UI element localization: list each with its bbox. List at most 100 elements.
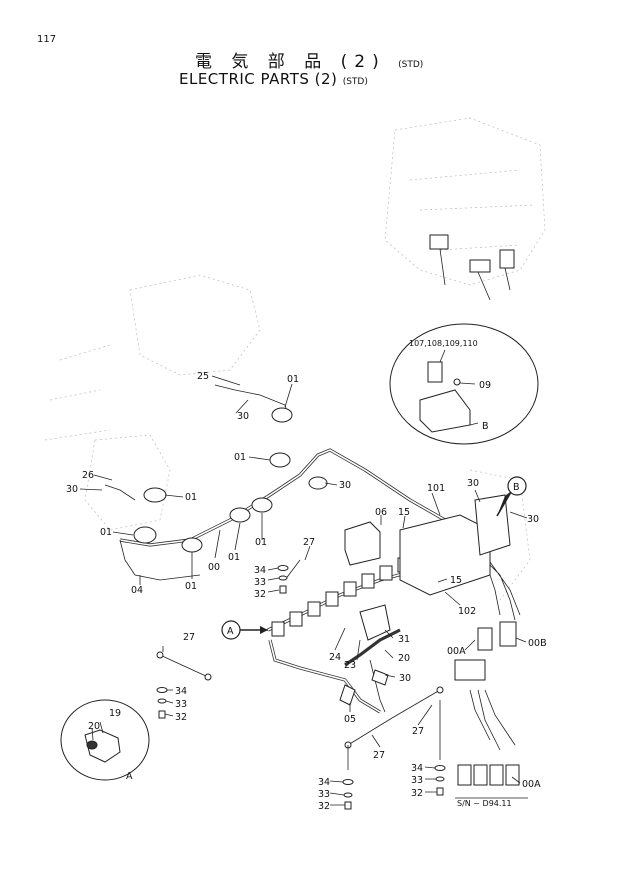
callout-27: 27: [183, 632, 195, 643]
callout-06: 06: [375, 507, 387, 518]
callout-09: 09: [479, 380, 491, 391]
relay-23: [359, 604, 391, 641]
callout-34: 34: [318, 777, 330, 788]
connector-00B: [499, 621, 517, 647]
connector-a: [271, 621, 285, 637]
callout-34: 34: [254, 565, 266, 576]
callout-15: 15: [398, 507, 410, 518]
inset-b-marker: B: [482, 421, 489, 432]
clamp-01b: [269, 452, 291, 468]
strap-27-mid: [347, 689, 441, 746]
title-jp-text: 電 気 部 品: [195, 52, 329, 72]
inset-a-marker: A: [126, 771, 133, 782]
relay-06: [344, 521, 381, 566]
connector: [307, 601, 321, 617]
callout-26: 26: [82, 470, 94, 481]
callout-34: 34: [175, 686, 187, 697]
socket-00A: [457, 764, 472, 786]
callout-30: 30: [527, 514, 539, 525]
connector: [289, 611, 303, 627]
socket-00A: [505, 764, 520, 786]
callout-32: 32: [254, 589, 266, 600]
callout-33: 33: [254, 577, 266, 588]
callout-01: 01: [185, 492, 197, 503]
clamp-01g: [251, 497, 273, 513]
clamp-30: [308, 476, 328, 490]
socket-00A: [489, 764, 504, 786]
connector: [361, 573, 375, 589]
clamp-01e: [181, 537, 203, 553]
clamp-01c: [143, 487, 167, 503]
connector-00A: [477, 627, 493, 651]
callout-15: 15: [450, 575, 462, 586]
connector-block: [454, 659, 486, 681]
clamp-01d: [133, 526, 157, 544]
page-number: 117: [37, 34, 57, 45]
clamp-01f: [229, 507, 251, 523]
title-japanese: 電 気 部 品 (2) (STD): [195, 47, 423, 72]
callout-34: 34: [411, 763, 423, 774]
title-en-text: ELECTRIC PARTS (2): [179, 70, 338, 88]
callout-102: 102: [458, 606, 476, 617]
callout-30: 30: [237, 411, 249, 422]
inset-b-block: [419, 389, 471, 433]
connector: [325, 591, 339, 607]
view-b-label: B: [513, 482, 520, 493]
clamp-01a: [271, 407, 293, 423]
callout-27: 27: [412, 726, 424, 737]
callout-01: 01: [234, 452, 246, 463]
hardware-stacks: [156, 565, 446, 810]
clamp-30-lower: [371, 669, 389, 686]
callout-00B: 00B: [528, 638, 547, 649]
callout-05: 05: [344, 714, 356, 725]
clamp-group: [133, 407, 328, 553]
connector-row: [271, 557, 411, 637]
callout-01: 01: [255, 537, 267, 548]
callout-23: 23: [344, 660, 356, 671]
std-tag-jp: (STD): [398, 60, 424, 70]
callout-30: 30: [339, 480, 351, 491]
title-english: ELECTRIC PARTS (2) (STD): [179, 70, 368, 88]
unit-101: [399, 514, 491, 596]
socket-00A: [473, 764, 488, 786]
callout-27: 27: [303, 537, 315, 548]
callout-101: 101: [427, 483, 445, 494]
serial-note: S/N ~ D94.11: [457, 799, 512, 808]
view-marker-a: [221, 620, 268, 640]
callout-00A: 00A: [447, 646, 466, 657]
callout-30: 30: [467, 478, 479, 489]
strap-group: [156, 559, 444, 770]
callout-20-inset: 20: [88, 721, 100, 732]
callout-24: 24: [329, 652, 341, 663]
callout-30: 30: [66, 484, 78, 495]
leader-lines: [79, 375, 528, 806]
callout-20: 20: [398, 653, 410, 664]
callout-04: 04: [131, 585, 143, 596]
callout-00A: 00A: [522, 779, 541, 790]
inset-a: [60, 699, 150, 781]
std-tag-en: (STD): [342, 77, 368, 87]
connector: [379, 565, 393, 581]
strap-27-left: [159, 654, 209, 678]
inset-b: [389, 323, 539, 445]
callout-33: 33: [411, 775, 423, 786]
inset-b-connector: [427, 361, 443, 383]
background-machinery: [44, 117, 546, 601]
callout-33: 33: [175, 699, 187, 710]
inset-b-part-list: 107,108,109,110: [409, 339, 478, 348]
callout-32: 32: [411, 788, 423, 799]
callout-30: 30: [399, 673, 411, 684]
callout-01: 01: [185, 581, 197, 592]
title-jp-suffix: (2): [340, 52, 386, 72]
inset-a-part: [84, 729, 121, 763]
view-a-label: A: [227, 626, 234, 637]
callout-01: 01: [100, 527, 112, 538]
callout-00: 00: [208, 562, 220, 573]
callout-01: 01: [287, 374, 299, 385]
callout-33: 33: [318, 789, 330, 800]
connector: [343, 581, 357, 597]
callout-31: 31: [398, 634, 410, 645]
callout-32: 32: [175, 712, 187, 723]
view-marker-b: [496, 476, 527, 517]
